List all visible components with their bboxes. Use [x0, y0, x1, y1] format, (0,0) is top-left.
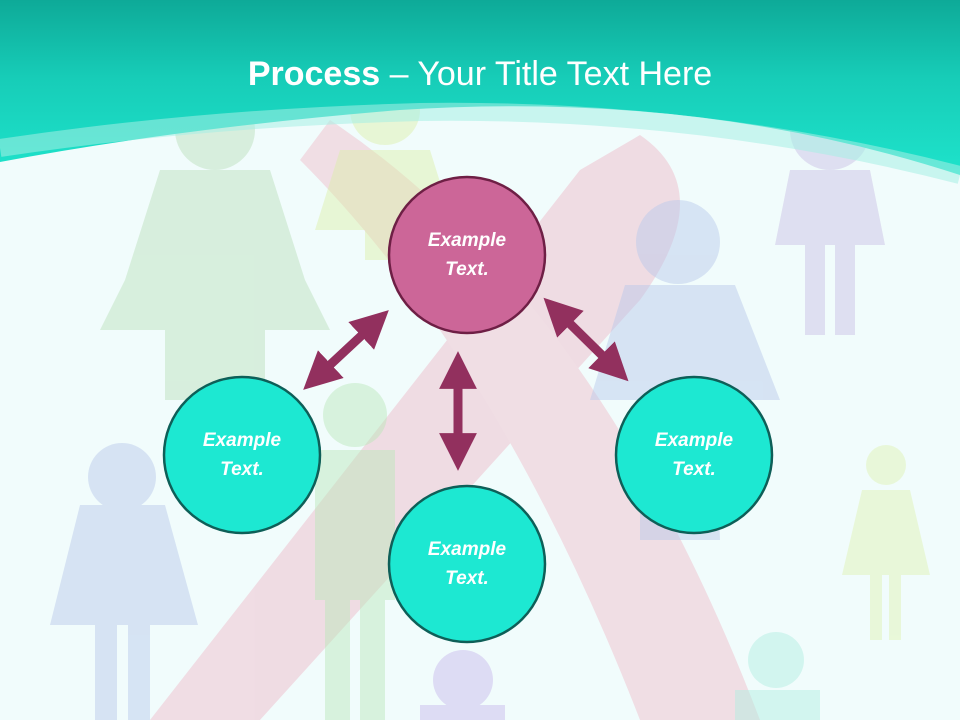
person-figure	[735, 632, 820, 720]
title-rest: Your Title Text Here	[417, 55, 713, 93]
bottom-node	[387, 484, 547, 644]
arrow-center-left	[303, 310, 389, 390]
center-node-label: Example Text.	[392, 226, 542, 284]
right-node	[614, 375, 774, 535]
right-node-label: Example Text.	[619, 426, 769, 484]
diagram-nodes	[162, 175, 774, 644]
page-title: Process – Your Title Text Here	[0, 52, 960, 96]
person-figure	[315, 383, 395, 720]
right-node-line1: Example	[654, 430, 734, 451]
left-node-line1: Example	[202, 430, 282, 451]
left-node-line2: Text.	[220, 459, 264, 480]
right-node-line2: Text.	[672, 459, 716, 480]
bottom-node-label: Example Text.	[392, 535, 542, 593]
left-node-label: Example Text.	[167, 426, 317, 484]
connector-arrows	[303, 297, 629, 471]
center-node	[387, 175, 547, 335]
bottom-node-line1: Example	[427, 539, 507, 560]
person-figure	[50, 443, 198, 720]
center-node-line2: Text.	[445, 259, 489, 280]
title-separator: –	[380, 55, 418, 93]
header-band	[0, 0, 960, 184]
title-bold: Process	[247, 55, 381, 93]
center-node-line1: Example	[427, 230, 507, 251]
bottom-node-line2: Text.	[445, 568, 489, 589]
person-figure	[842, 445, 930, 640]
arrow-center-right	[543, 297, 629, 382]
person-figure	[420, 650, 505, 720]
left-node	[162, 375, 322, 535]
